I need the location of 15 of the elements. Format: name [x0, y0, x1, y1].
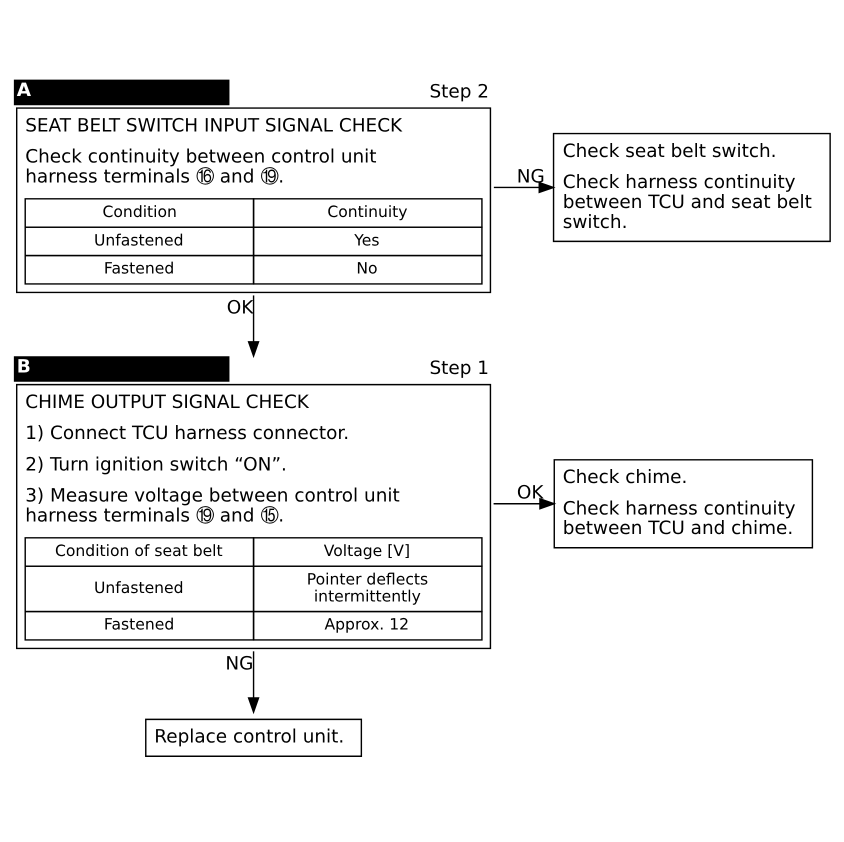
- node-box: Check chime. Check harness continuity between TCU and chime.: [554, 458, 814, 548]
- node-label: Step 1: [429, 357, 489, 378]
- node-box: Check seat belt switch. Check harness continuity between TCU and seat belt switch.: [552, 132, 831, 242]
- node-box: Replace control unit.: [145, 718, 362, 756]
- arrow: [494, 497, 556, 510]
- arrow: [248, 650, 260, 714]
- edge-label: NG: [516, 166, 545, 187]
- edge-label: OK: [226, 297, 254, 318]
- node-label: A: [16, 79, 31, 100]
- edge-label: NG: [225, 653, 254, 674]
- node-label: B: [16, 356, 31, 377]
- node-label: Step 2: [429, 80, 489, 102]
- arrow: [494, 181, 556, 193]
- arrow: [248, 294, 260, 358]
- edge-label: OK: [516, 482, 544, 504]
